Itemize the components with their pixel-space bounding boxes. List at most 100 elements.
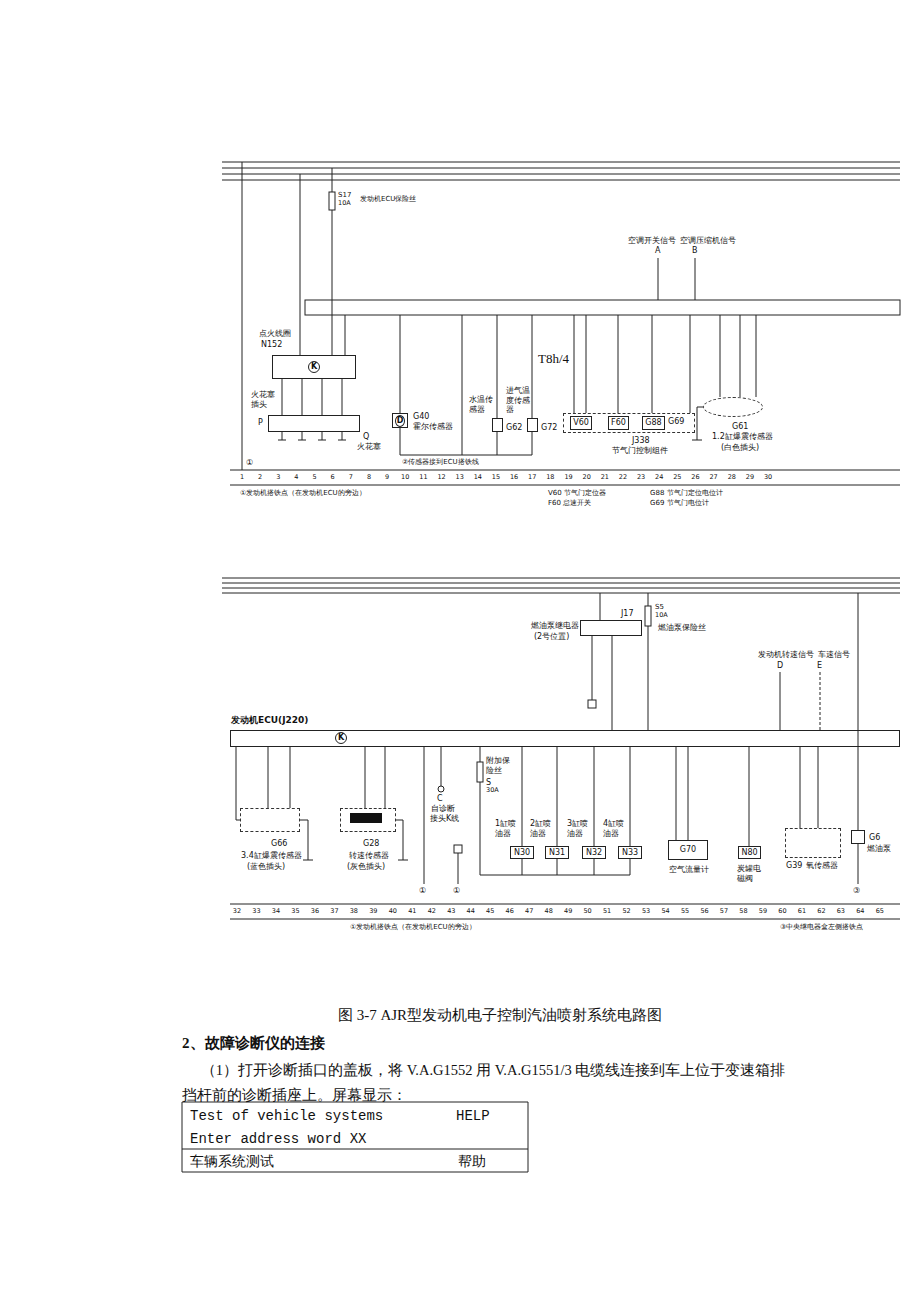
wire-connector [688,747,689,840]
text-label: E [817,661,822,671]
text-label: 6 [325,474,341,482]
text-label: ③ [853,886,860,896]
wire [242,162,756,470]
text-label: 26 [688,474,704,482]
component-label: N30 [514,848,530,858]
text-label: 23 [633,474,649,482]
component-label: 燃油泵 [867,844,891,854]
component-label: N33 [622,848,638,858]
component-label: 火花塞 [357,442,381,452]
component-box: 点火线圈N152K [272,355,356,379]
text-label: 16 [506,474,522,482]
component-box: 2缸喷油器N31 [545,846,569,859]
text-label: 1 [234,474,250,482]
component-box: N80炭罐电磁阀 [738,846,761,859]
text-label: 59 [755,908,771,916]
component-box: G6燃油泵 [851,830,865,844]
component-label: V60 [573,418,589,428]
text-label: G88 节气门定位电位计 [650,489,723,497]
component-label: J338 [632,436,650,446]
text-label: 24 [651,474,667,482]
text-label: 40 [385,908,401,916]
text-label: 34 [268,908,284,916]
component-label: N152 [261,340,282,350]
component-label: 燃油泵继电器 [531,621,579,631]
text-label: 29 [742,474,758,482]
component-label: 氧传感器 [806,861,838,871]
terminal-row [230,470,900,919]
fuse-symbol [477,762,483,782]
wire-connector [268,747,269,808]
connector-symbol [454,845,462,853]
component-box: G88 [642,416,665,430]
text-label: 发动机转速信号 [758,650,814,660]
component-box: DG40霍尔传感器 [392,413,408,428]
text-label: 28 [724,474,740,482]
fuse-symbol [329,192,335,210]
terminal-symbol [438,786,444,792]
text-label: 自诊断 [431,804,455,814]
component-label: G72 [541,423,557,433]
component-box: G611.2缸爆震传感器(白色插头) [703,397,763,417]
component-label: 1.2缸爆震传感器 [712,432,773,442]
component-label: 1缸喷油器 [495,819,520,838]
component-label: (灰色插头) [347,862,385,872]
sensor-magnet [350,813,382,823]
component-box: G69J338节气门控制组件V60F60G88 [563,413,695,433]
text-label: D [777,661,783,671]
component-label: G66 [271,839,287,849]
text-label: 32 [229,908,245,916]
bus-line [222,162,900,593]
text-label: V60 节气门定位器 [548,489,606,497]
text-label: 62 [813,908,829,916]
text-label: 57 [716,908,732,916]
component-label: G61 [732,422,748,432]
text-label: 17 [524,474,540,482]
text-label: 4 [288,474,304,482]
component-box: 进气温度传感器G72 [527,418,538,432]
text-label: ① [453,886,460,896]
table-rule [182,1102,528,1172]
text-label: 发动机ECU保险丝 [360,195,416,203]
component-label: 4缸喷油器 [603,819,628,838]
component-box: 水温传感器G62 [492,418,503,432]
component-label: 节气门控制组件 [612,446,668,456]
text-label: 48 [541,908,557,916]
component-box: F60 [608,416,629,430]
text-label: 42 [424,908,440,916]
text-label: 54 [658,908,674,916]
text-label: 8 [361,474,377,482]
component-label: G70 [680,845,696,855]
text-label: ②传感器接到ECU搭铁线 [402,458,479,466]
text-label: HELP [456,1107,490,1125]
ecu-bar [305,300,900,315]
text-label: 49 [560,908,576,916]
text-label: Test of vehicle systems [190,1107,383,1125]
text-label: 10A [655,612,668,620]
component-label: N31 [549,848,565,858]
text-label: 61 [794,908,810,916]
component-box: 火花塞插头PQ火花塞 [268,415,360,432]
component-label: G40 [413,412,429,422]
text-label: 30A [486,787,499,795]
text-label: 10A [338,200,351,208]
component-box: G39氧传感器 [785,828,841,858]
text-label: T8h/4 [538,352,569,366]
component-label: G39 [786,861,802,871]
text-label: 燃油泵保险丝 [658,623,706,633]
wire-connector [322,379,323,415]
text-label: F60 怠速开关 [548,499,591,507]
component-label: 进气温度传感器 [506,386,531,415]
text-label: 58 [735,908,751,916]
component-label: P [258,418,263,428]
component-label: N32 [586,848,602,858]
text-label: 接头K线 [430,814,459,824]
text-label: 20 [579,474,595,482]
component-label: 火花塞插头 [251,390,277,409]
wire-connector [612,636,613,730]
text-label: 12 [434,474,450,482]
text-label: 车辆系统测试 [190,1153,274,1171]
text-label: 14 [470,474,486,482]
text-label: 18 [542,474,558,482]
component-label: 空气流量计 [669,865,709,875]
